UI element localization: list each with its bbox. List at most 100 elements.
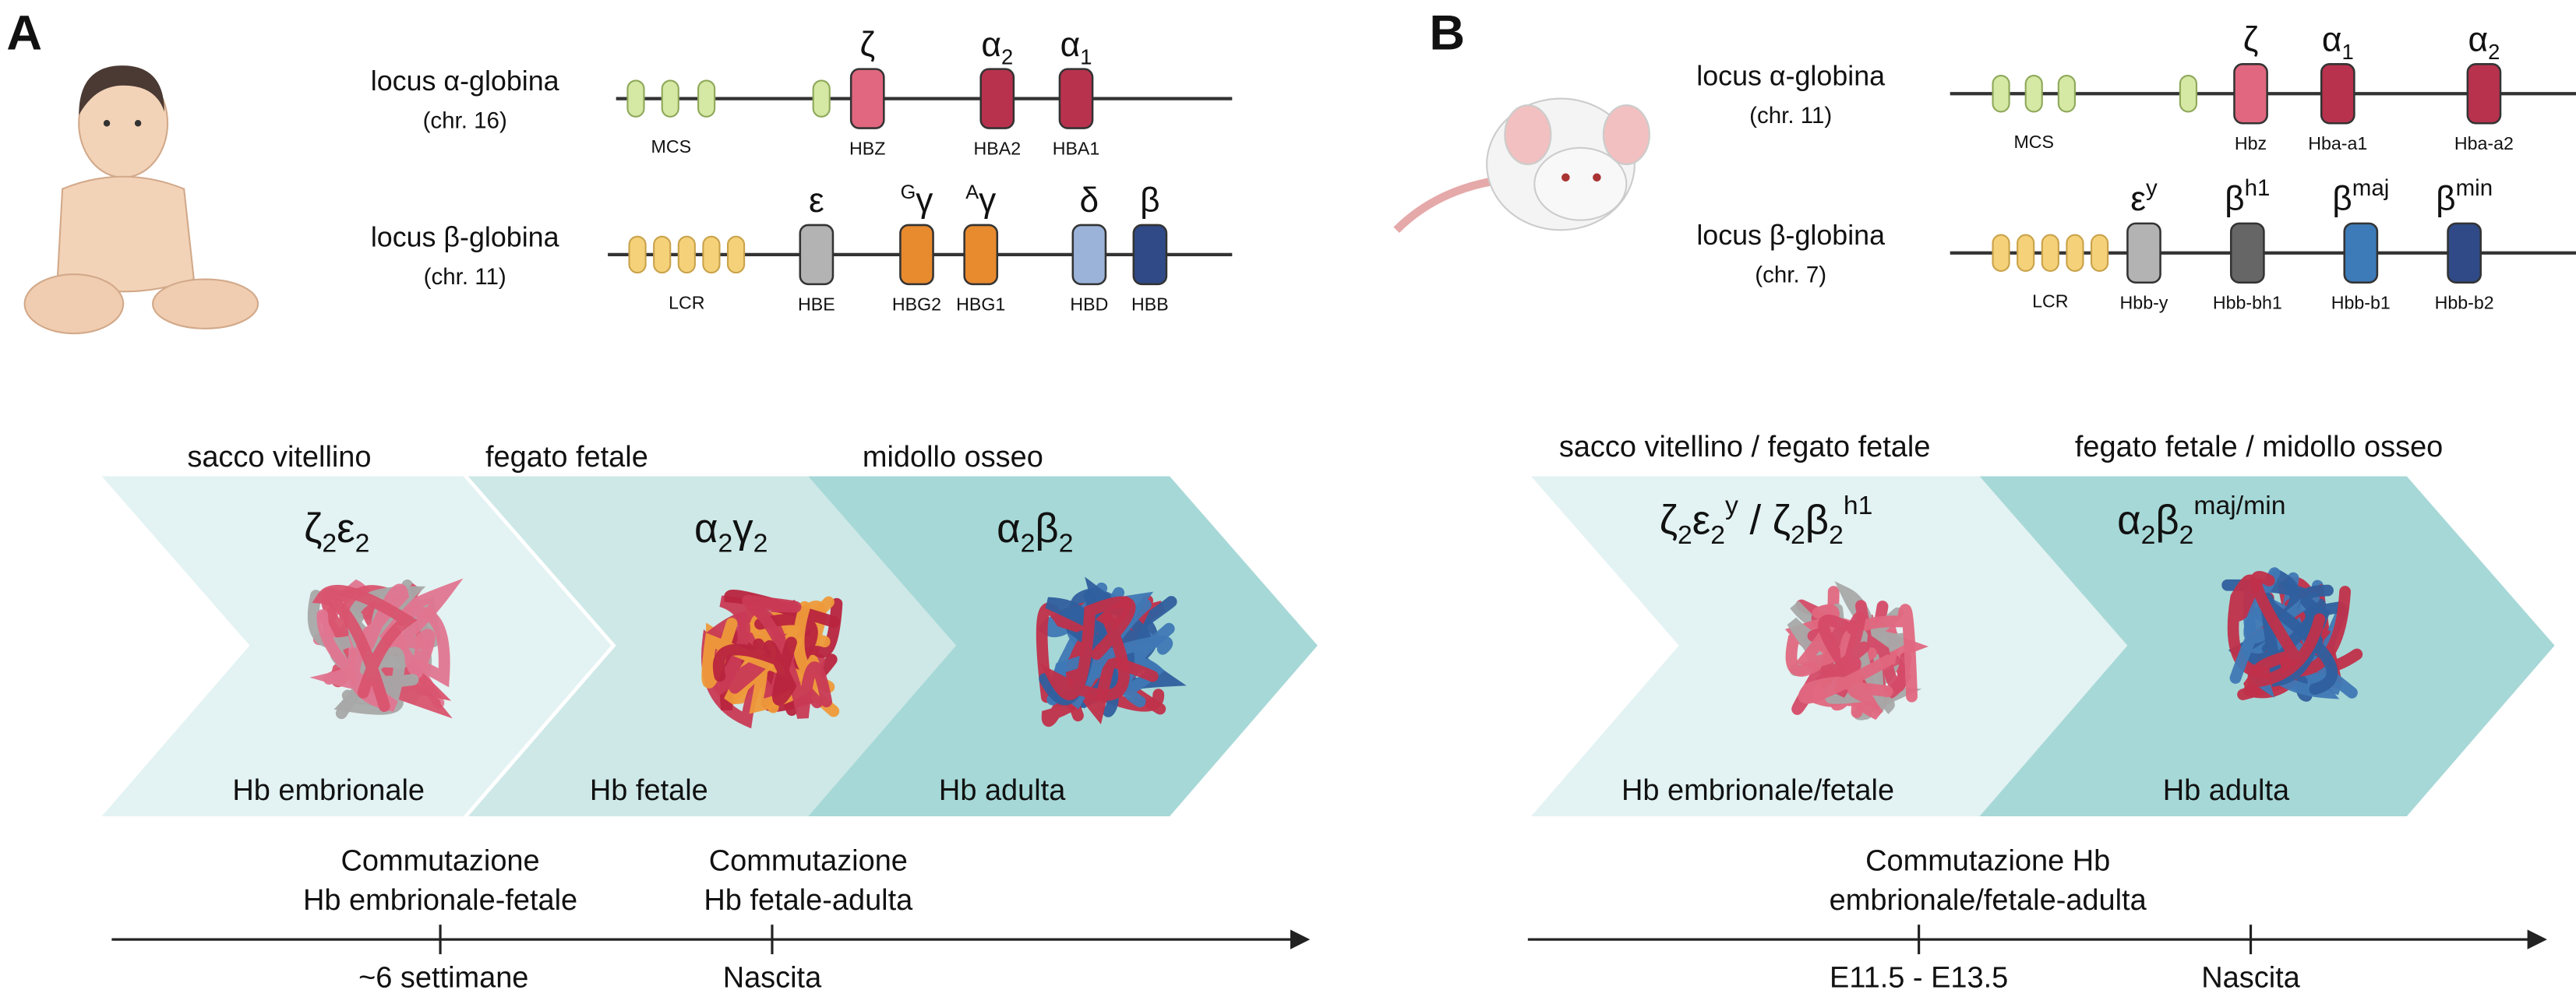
hb-formula: α2β2maj/min [2117, 491, 2285, 550]
protein-chain [1039, 596, 1136, 701]
gene-greek-label: βmin [2436, 175, 2493, 218]
enhancer-element [1992, 75, 2010, 113]
greek-letter: γ [916, 181, 933, 220]
greek-letter: β [2332, 180, 2352, 218]
gene-box-hba1 [1058, 68, 1094, 129]
greek-letter: γ [979, 181, 996, 220]
baby-illustration [23, 65, 259, 335]
gene-name: HBZ [849, 138, 885, 158]
formula-superscript: y [1725, 491, 1738, 520]
gene-box-hbg2 [899, 224, 934, 286]
greek-subscript: 1 [1080, 44, 1092, 69]
gene-greek-label: α2 [981, 26, 1013, 69]
formula-subscript: 2 [753, 529, 768, 558]
formula-subscript: 2 [1059, 529, 1074, 558]
protein-chain [2228, 569, 2334, 665]
formula-symbol: α [997, 506, 1020, 551]
gene-box-hbb-b1 [2343, 222, 2379, 284]
protein-chain [2247, 571, 2326, 689]
enhancer-element [2057, 75, 2076, 113]
gene-name: HBA1 [1053, 138, 1100, 158]
protein-chain [316, 583, 410, 712]
gene-greek-label: α2 [2468, 20, 2500, 64]
formula-symbol: α [694, 506, 718, 551]
enhancer-label: MCS [651, 136, 692, 157]
enhancer-element [2090, 234, 2109, 273]
hb-formula: α2γ2 [694, 506, 768, 558]
mouse-illustration [1393, 97, 1650, 234]
gene-box-hbz [849, 68, 885, 129]
formula-subscript: 2 [718, 529, 733, 558]
chromosome-label: (chr. 7) [1755, 262, 1826, 288]
gene-greek-label: Gγ [901, 181, 933, 220]
locus-label: locus α-globina [371, 65, 559, 97]
gene-name: Hbz [2235, 133, 2267, 153]
panel-a-timeline: Commutazione Hb embrionale-fetale Commut… [111, 845, 1311, 994]
switch-label-2-line1: Commutazione [709, 845, 908, 878]
enhancer-element [2017, 234, 2035, 273]
greek-superscript: min [2456, 175, 2493, 201]
greek-prefix: G [901, 181, 916, 203]
greek-letter: ε [2130, 180, 2146, 218]
formula-subscript: 2 [1678, 520, 1692, 550]
greek-letter: δ [1080, 181, 1099, 220]
formula-symbol: α [2117, 497, 2140, 543]
gene-name: HBG1 [956, 294, 1005, 315]
gene-name: HBG2 [892, 294, 941, 315]
stage-site: fegato fetale / midollo osseo [2075, 431, 2443, 463]
enhancer-element [661, 79, 679, 118]
formula-subscript: 2 [355, 529, 370, 558]
gene-name: HBE [798, 294, 835, 315]
protein-chain [712, 636, 797, 706]
protein-chain [362, 605, 450, 688]
gene-greek-label: δ [1080, 181, 1099, 220]
stage-site: sacco vitellino [187, 441, 371, 474]
gene-box-hbb [1132, 224, 1168, 286]
gene-box-hbd [1071, 224, 1107, 286]
greek-letter: β [1140, 181, 1159, 220]
enhancer-element [702, 235, 721, 274]
tick-label-birth: Nascita [2201, 961, 2300, 994]
enhancer-element [2179, 75, 2198, 113]
gene-greek-label: Aγ [965, 181, 996, 220]
switch-label-1-line1: Commutazione [341, 845, 539, 878]
formula-subscript: 2 [1021, 529, 1036, 558]
formula-symbol: β [2155, 497, 2179, 543]
greek-letter: ζ [2243, 20, 2259, 58]
panel-b-letter: B [1429, 5, 1465, 60]
gene-name: Hbb-b1 [2331, 292, 2391, 312]
hb-type: Hb embrionale [232, 774, 425, 807]
gene-box-hbb-b2 [2447, 222, 2482, 284]
gene-greek-label: α1 [2322, 20, 2354, 64]
greek-letter: ε [809, 181, 824, 220]
tick-label-birth: Nascita [723, 961, 822, 994]
gene-box-hbb-y [2126, 222, 2161, 284]
gene-box-hbe [799, 224, 835, 286]
formula-symbol: ε [1692, 497, 1710, 543]
gene-box-hbb-bh1 [2229, 222, 2265, 284]
formula-superscript: h1 [1844, 491, 1873, 520]
switch-label-1-line2: Hb embrionale-fetale [303, 884, 577, 917]
gene-greek-label: ε [809, 181, 824, 220]
enhancer-label: MCS [2013, 132, 2054, 152]
enhancer-label: LCR [2032, 291, 2068, 311]
gene-greek-label: εy [2130, 175, 2158, 218]
locus-label: locus β-globina [371, 221, 559, 252]
gene-greek-label: ζ [859, 26, 875, 64]
switch-label-line2: embrionale/fetale-adulta [1830, 884, 2147, 917]
formula-subscript: 2 [2179, 520, 2194, 550]
gene-name: HBA2 [974, 138, 1022, 158]
formula-symbol: β [1035, 506, 1058, 551]
greek-subscript: 1 [2341, 40, 2353, 64]
chromosome-label: (chr. 11) [1749, 103, 1832, 129]
greek-prefix: A [965, 181, 979, 203]
enhancer-element [812, 79, 831, 118]
formula-subscript: 2 [322, 529, 337, 558]
formula-symbol: ε [337, 506, 355, 551]
greek-superscript: maj [2352, 175, 2390, 201]
stage-chevron [808, 476, 1318, 816]
enhancer-element [726, 235, 746, 274]
enhancer-element [1992, 234, 2010, 273]
